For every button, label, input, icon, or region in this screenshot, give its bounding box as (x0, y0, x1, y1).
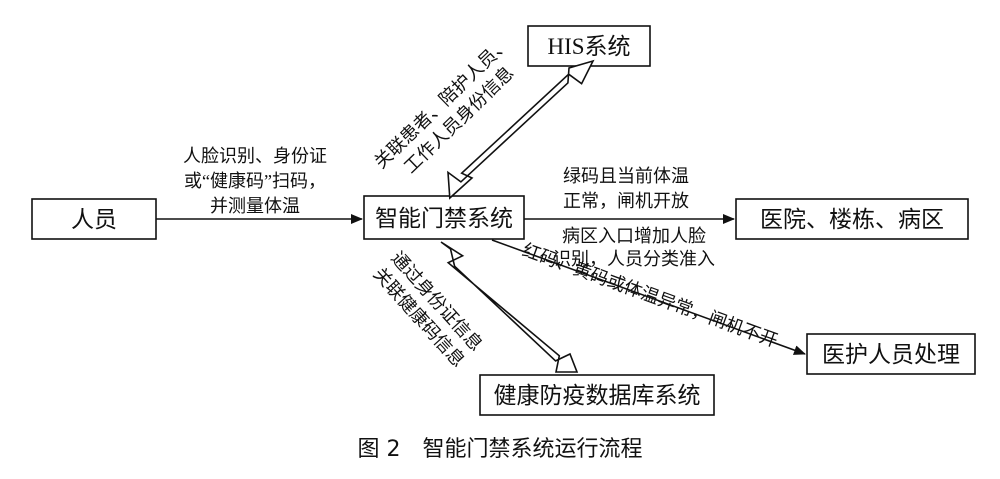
node-person: 人员 (31, 198, 157, 240)
node-health-db-label: 健康防疫数据库系统 (494, 383, 701, 408)
figure-caption: 图 2 智能门禁系统运行流程 (358, 437, 643, 462)
node-staff-label: 医护人员处理 (822, 342, 960, 367)
label-gate-to-hospital-bottom-line1: 病区入口增加人脸 (562, 226, 706, 246)
node-health-db: 健康防疫数据库系统 (479, 374, 715, 416)
label-gate-to-hospital-bottom: 病区入口增加人脸 识别，人员分类准入 (553, 226, 715, 269)
node-person-label: 人员 (71, 207, 117, 232)
node-staff: 医护人员处理 (806, 333, 976, 375)
label-gate-health-db: 通过身份证信息 关联健康码信息 (369, 248, 486, 371)
node-hospital-label: 医院、楼栋、病区 (760, 207, 944, 232)
node-gate-label: 智能门禁系统 (375, 206, 513, 231)
node-his: HIS系统 (527, 25, 651, 67)
label-gate-to-hospital-top: 绿码且当前体温 正常，闸机开放 (563, 166, 689, 211)
node-his-label: HIS系统 (547, 34, 630, 59)
label-gate-to-hospital-bottom-line2: 识别，人员分类准入 (553, 249, 715, 269)
arrow-gate-to-staff (491, 239, 806, 355)
double-arrow-gate-health-db (440, 241, 579, 373)
double-arrow-gate-his (447, 59, 595, 200)
label-person-to-gate-line3: 并测量体温 (210, 196, 300, 216)
label-gate-to-hospital-top-line2: 正常，闸机开放 (563, 191, 689, 211)
label-gate-his: 关联患者、陪护人员、 工作人员身份信息 (370, 33, 517, 177)
label-gate-to-hospital-top-line1: 绿码且当前体温 (563, 166, 689, 186)
label-person-to-gate-line2: 或“健康码”扫码， (184, 171, 326, 191)
node-gate: 智能门禁系统 (363, 195, 525, 240)
label-person-to-gate: 人脸识别、身份证 或“健康码”扫码， 并测量体温 (183, 146, 327, 216)
node-hospital: 医院、楼栋、病区 (735, 198, 969, 240)
label-person-to-gate-line1: 人脸识别、身份证 (183, 146, 327, 166)
